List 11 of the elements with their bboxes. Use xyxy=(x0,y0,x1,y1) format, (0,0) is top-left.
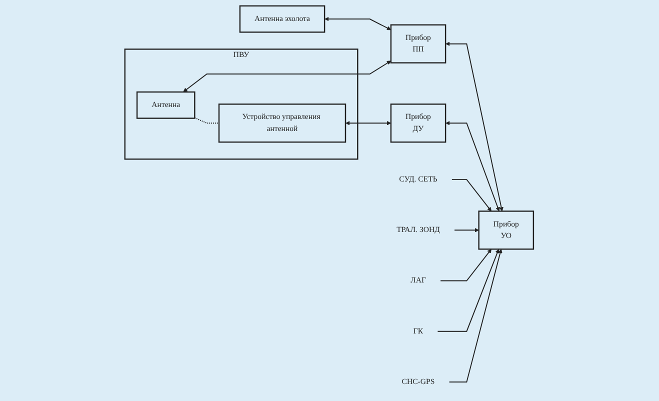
arrow xyxy=(438,248,500,332)
arrow xyxy=(454,228,480,232)
arrow xyxy=(446,121,500,212)
arrow xyxy=(446,42,504,212)
arrow xyxy=(183,60,392,92)
arrow xyxy=(452,179,492,212)
arrow xyxy=(449,248,503,382)
connector xyxy=(194,117,220,124)
arrow xyxy=(346,121,392,126)
arrow xyxy=(440,248,492,282)
arrow xyxy=(324,16,392,30)
